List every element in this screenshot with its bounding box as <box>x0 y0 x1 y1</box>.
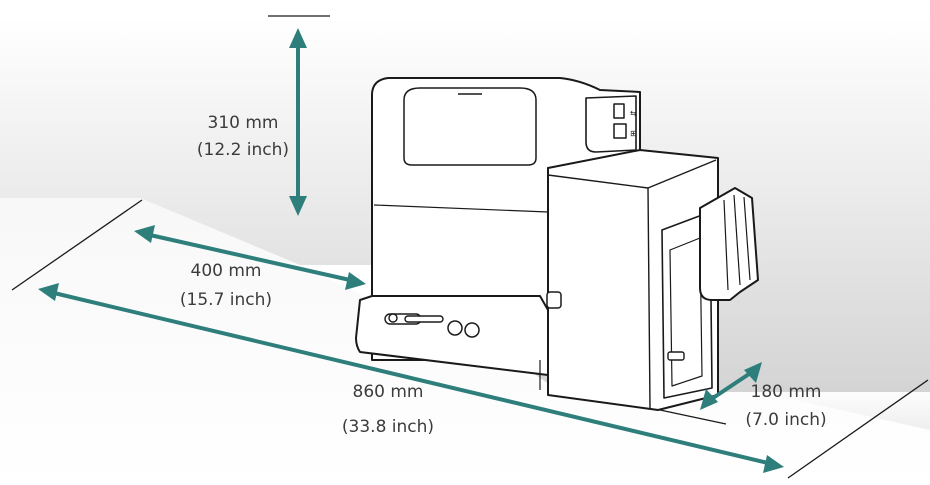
roll-holder-foot <box>667 351 685 361</box>
side-value: 180 mm <box>751 382 822 402</box>
width-imperial: (33.8 inch) <box>342 417 434 437</box>
side-imperial: (7.0 inch) <box>745 410 826 430</box>
side-unit-top-edge-2 <box>647 159 717 189</box>
body-seam <box>373 204 549 213</box>
width-value: 860 mm <box>353 382 424 402</box>
panel-button-1 <box>447 320 463 336</box>
floor-edge-left <box>11 199 143 291</box>
guide-rib-2 <box>733 194 741 286</box>
side-arrow <box>700 362 762 410</box>
usb-icon <box>613 103 625 119</box>
floor <box>0 198 930 485</box>
height-value: 310 mm <box>208 113 279 133</box>
side-unit-top-edge <box>547 174 649 189</box>
network-symbol: ⊞ <box>630 129 637 138</box>
side-limit-line <box>659 409 727 425</box>
side-latch <box>546 291 562 309</box>
floor-edge-right <box>787 379 929 479</box>
width-arrow <box>38 283 784 473</box>
height-imperial: (12.2 inch) <box>197 140 289 160</box>
panel-button-2 <box>464 322 480 338</box>
printer: ⇆ ⊞ <box>355 77 759 411</box>
dimension-arrows <box>38 28 784 473</box>
paper-guide <box>699 187 759 301</box>
network-icon <box>613 123 627 139</box>
printer-top-cover <box>403 87 537 166</box>
side-unit-edge <box>647 187 651 409</box>
printer-port-panel <box>585 95 637 153</box>
depth-imperial: (15.7 inch) <box>180 290 272 310</box>
panel-led <box>388 313 398 323</box>
display-slot <box>404 315 444 323</box>
guide-rib-1 <box>723 199 729 291</box>
depth-arrow <box>134 225 366 290</box>
depth-value: 400 mm <box>191 261 262 281</box>
guide-rib-3 <box>743 196 751 281</box>
roll-holder-inner <box>669 237 703 387</box>
usb-symbol: ⇆ <box>630 109 637 118</box>
height-arrow <box>289 28 307 216</box>
